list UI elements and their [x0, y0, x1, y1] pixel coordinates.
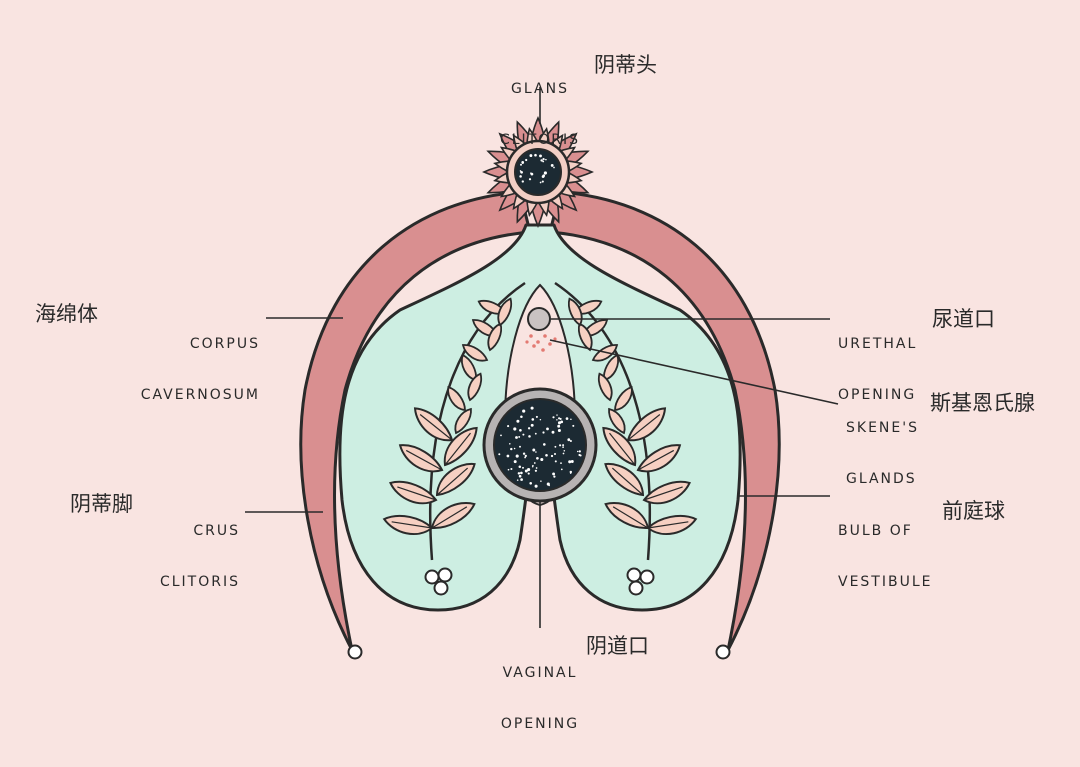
glans-label-line2: CLITORIS	[499, 132, 581, 148]
bulb-label-cn: 前庭球	[942, 499, 1005, 523]
corpus-label-line2: CAVERNOSUM	[140, 387, 260, 403]
skenes-label-line2: GLANDS	[846, 471, 917, 487]
glans-label-en: GLANS CLITORIS	[492, 47, 588, 183]
corpus-label-cn: 海绵体	[35, 302, 98, 326]
decorative-branch-right-icon	[554, 281, 699, 561]
urethral-label-line1: URETHAL	[838, 336, 918, 352]
urethral-label-en: URETHAL OPENING	[838, 302, 917, 438]
urethral-opening	[527, 307, 551, 331]
urethral-label-cn: 尿道口	[932, 307, 995, 331]
skenes-glands-dots	[525, 334, 557, 352]
skenes-label-en: SKENE'S GLANDS	[846, 386, 919, 522]
crus-label-en: CRUS CLITORIS	[140, 489, 240, 625]
corpus-label-line1: CORPUS	[189, 336, 260, 352]
vaginal-label-cn: 阴道口	[586, 634, 649, 658]
leader-lines	[245, 87, 839, 628]
diagram-stage: GLANS CLITORIS 阴蒂头 海绵体 CORPUS CAVERNOSUM…	[35, 47, 1035, 732]
crus-label-cn: 阴蒂脚	[70, 492, 133, 516]
berries-right-icon	[626, 567, 655, 596]
crus-end-right	[715, 644, 731, 660]
glans-label-cn: 阴蒂头	[594, 53, 657, 77]
urethral-label-line2: OPENING	[838, 387, 917, 403]
vaginal-label-en: VAGINAL OPENING	[490, 631, 590, 767]
clitoris-anatomy-diagram	[245, 87, 839, 660]
crus-end-left	[347, 644, 363, 660]
glans-clitoris-flower-icon	[482, 116, 594, 228]
decorative-branch-left-icon	[381, 281, 526, 561]
corpus-label-en: CORPUS CAVERNOSUM	[110, 302, 260, 438]
skenes-label-cn: 斯基恩氏腺	[930, 391, 1035, 415]
leader-skenes	[549, 339, 839, 405]
crus-label-line2: CLITORIS	[159, 574, 240, 590]
vaginal-label-line2: OPENING	[500, 716, 580, 732]
bulb-label-line2: VESTIBULE	[838, 574, 933, 590]
crus-label-line1: CRUS	[193, 523, 240, 539]
bulb-label-line1: BULB OF	[838, 523, 913, 539]
berries-left-icon	[424, 567, 453, 596]
glans-label-line1: GLANS	[511, 81, 569, 97]
skenes-label-line1: SKENE'S	[846, 420, 919, 436]
vaginal-opening-texture	[498, 406, 582, 488]
bulb-label-en: BULB OF VESTIBULE	[838, 489, 933, 625]
vaginal-label-line1: VAGINAL	[502, 665, 578, 681]
